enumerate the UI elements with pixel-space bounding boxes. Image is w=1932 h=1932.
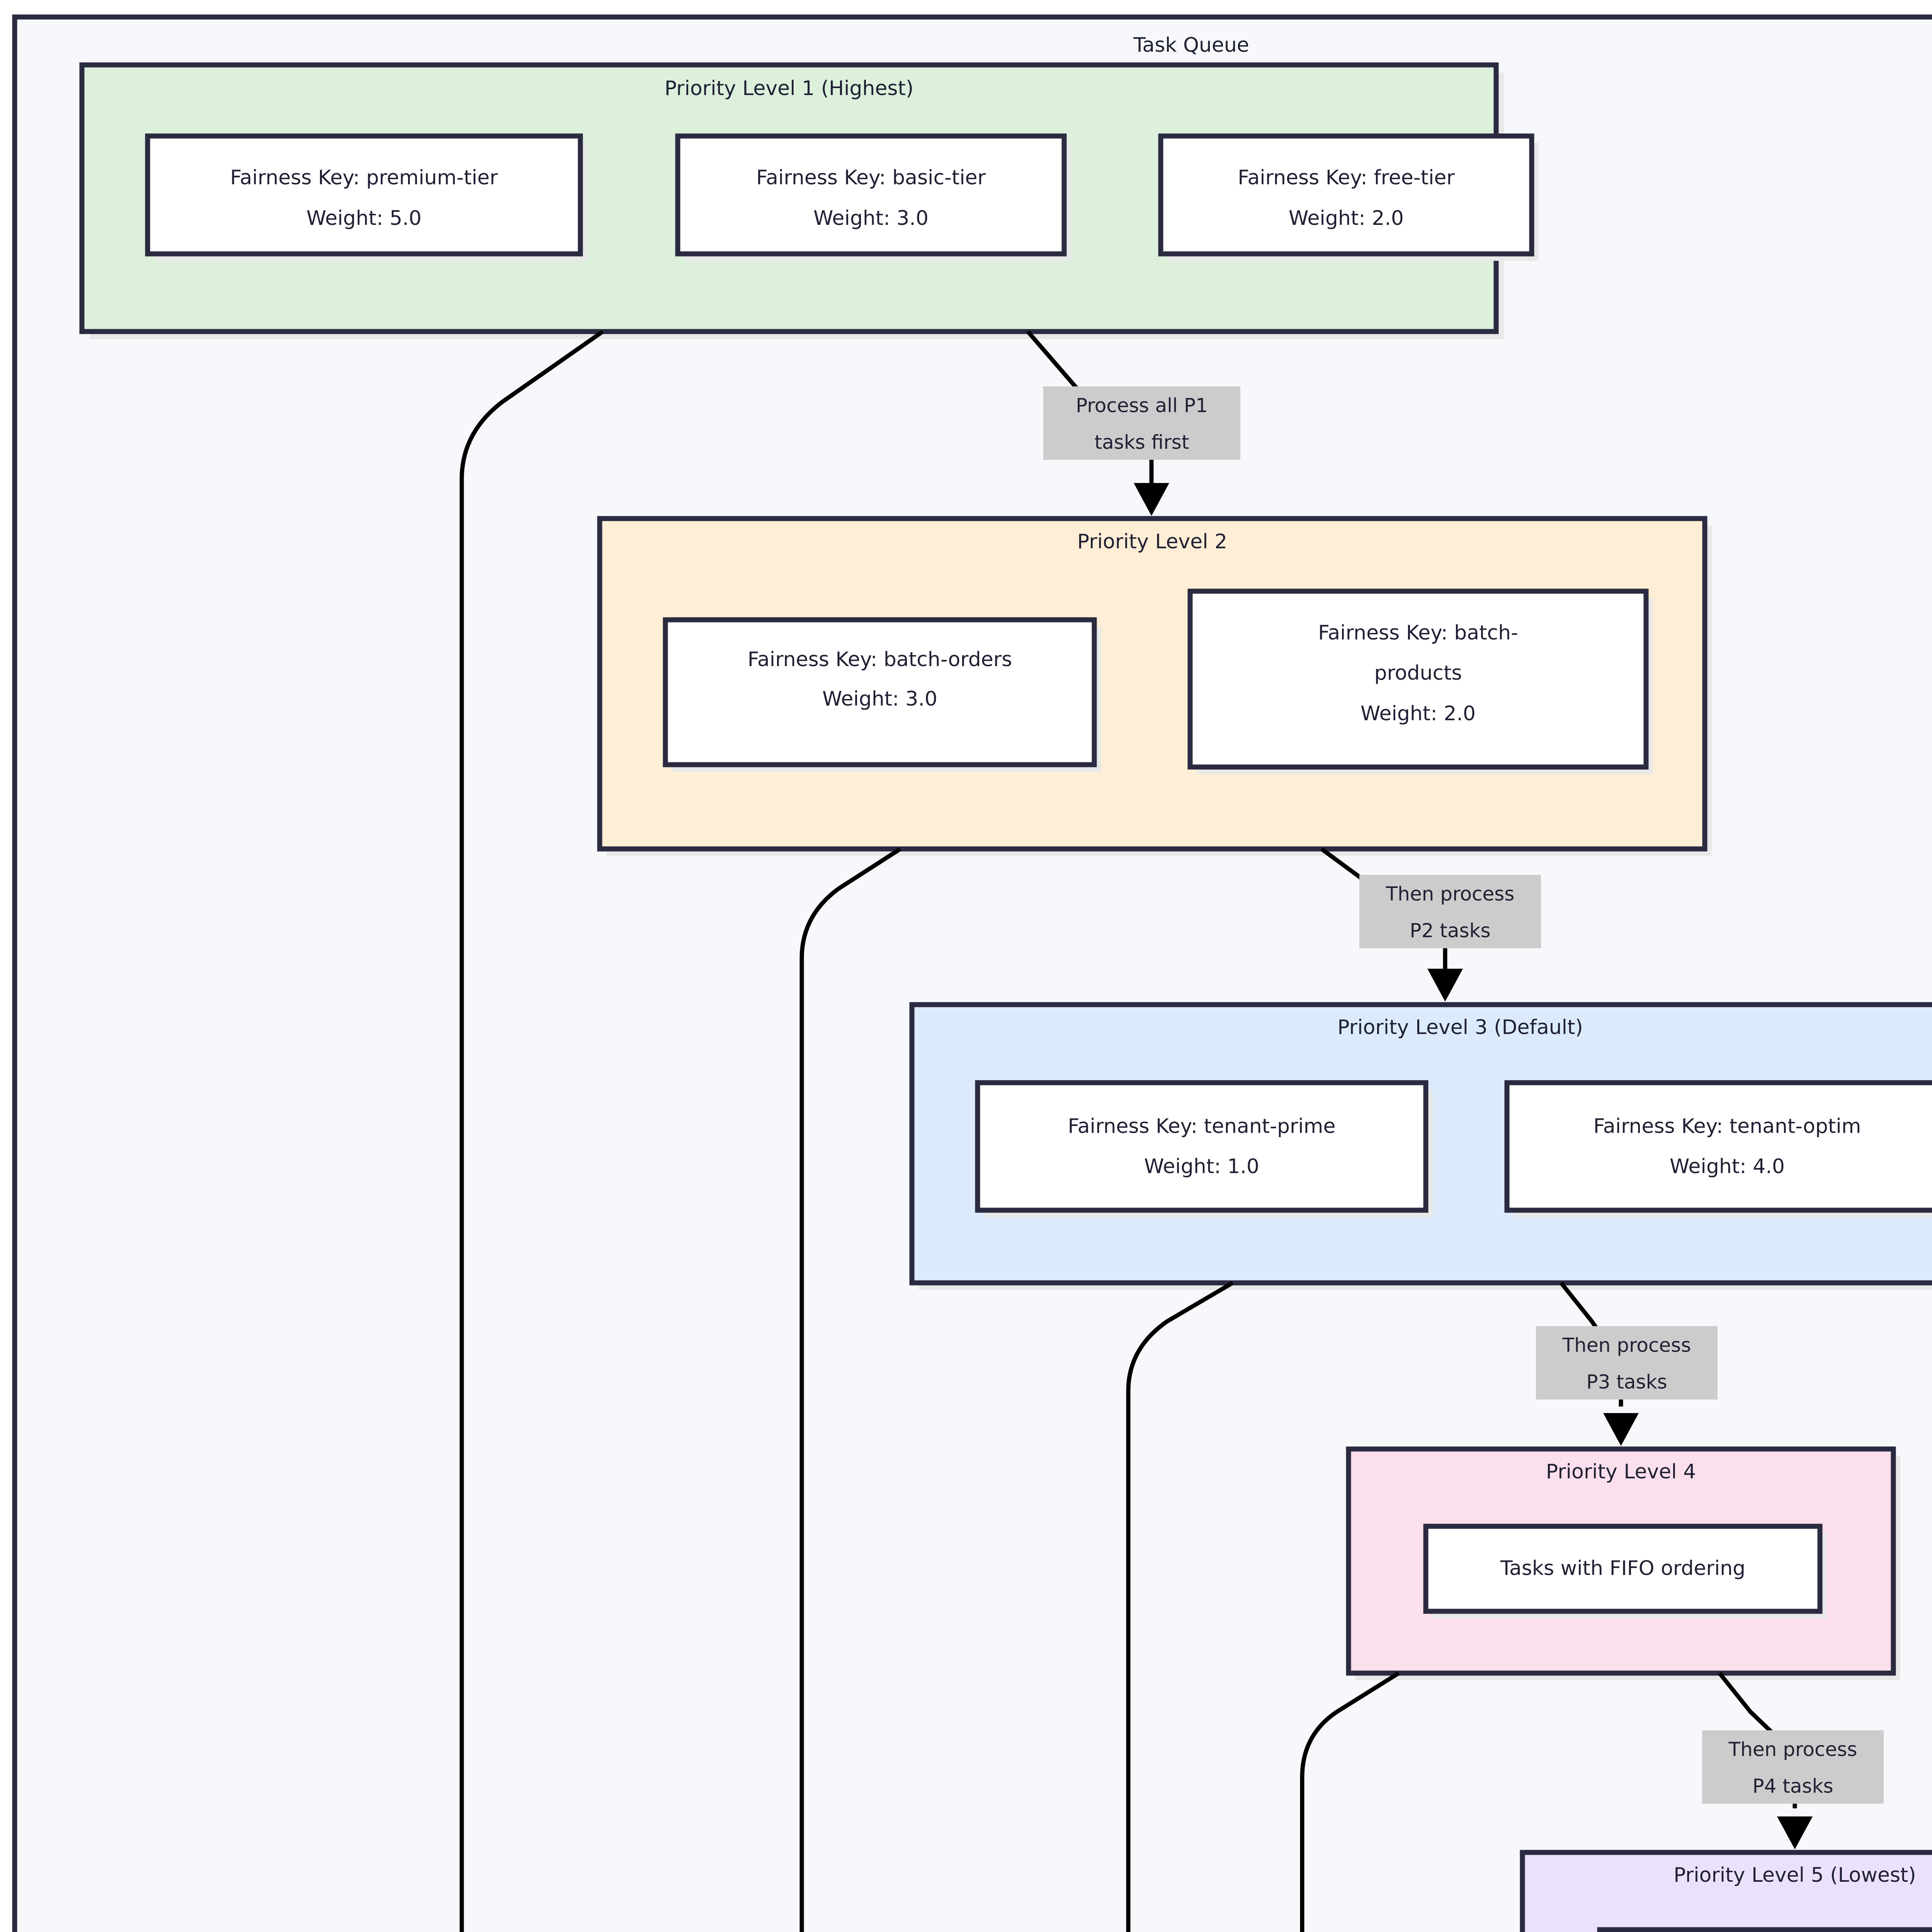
arrow-p1-p2 — [1134, 483, 1169, 516]
edge-label-4-line2: P4 tasks — [1752, 1775, 1833, 1798]
p1a-rect[interactable] — [145, 133, 583, 257]
leaf-p3-tenant-optim[interactable]: Fairness Key: tenant-optim Weight: 4.0 — [1504, 1080, 1932, 1217]
leaf-p2-batch-orders[interactable]: Fairness Key: batch-orders Weight: 3.0 — [663, 617, 1101, 772]
edge-label-2-line2: P2 tasks — [1410, 920, 1490, 942]
leaf-p3-tenant-prime[interactable]: Fairness Key: tenant-prime Weight: 1.0 — [975, 1080, 1433, 1217]
p5a-rect[interactable] — [1597, 1927, 1932, 1932]
leaf-p5-fifo[interactable]: Tasks with FIFO ordering — [1597, 1927, 1932, 1932]
edge-label-2-line1: Then process — [1386, 883, 1515, 905]
p3a-fairness-key: Fairness Key: tenant-prime — [1068, 1115, 1336, 1138]
p2b-weight: Weight: 2.0 — [1361, 702, 1476, 725]
edge-label-3-line2: P3 tasks — [1586, 1371, 1667, 1393]
p3a-rect[interactable] — [975, 1080, 1429, 1213]
edge-label-1-line1: Process all P1 — [1076, 395, 1208, 417]
edge-label-2-bg — [1359, 875, 1541, 948]
arrow-p3-p4 — [1603, 1413, 1639, 1446]
edge-label-4-line1: Then process — [1728, 1738, 1857, 1761]
cluster-priority-4: Priority Level 4 Tasks with FIFO orderin… — [1346, 1446, 1900, 1680]
leaf-p1-basic-tier[interactable]: Fairness Key: basic-tier Weight: 3.0 — [675, 133, 1071, 261]
cluster-priority-2: Priority Level 2 Fairness Key: batch-ord… — [597, 516, 1712, 856]
edge-p1-to-workers — [459, 330, 604, 1932]
p2a-rect[interactable] — [663, 617, 1097, 767]
cluster-priority-5: Priority Level 5 (Lowest) Tasks with FIF… — [1520, 1850, 1932, 1932]
p3b-weight: Weight: 4.0 — [1670, 1155, 1785, 1178]
p1c-weight: Weight: 2.0 — [1289, 207, 1404, 230]
leaf-p1-free-tier[interactable]: Fairness Key: free-tier Weight: 2.0 — [1158, 133, 1539, 261]
p3b-rect[interactable] — [1504, 1080, 1932, 1213]
edge-label-4-bg — [1702, 1730, 1884, 1804]
cluster-priority-3: Priority Level 3 (Default) Fairness Key:… — [909, 1002, 1932, 1290]
p4a-label: Tasks with FIFO ordering — [1500, 1557, 1745, 1580]
p1a-weight: Weight: 5.0 — [306, 207, 422, 230]
p2a-weight: Weight: 3.0 — [822, 687, 937, 711]
edge-p2-to-workers — [799, 847, 901, 1932]
edge-label-p2-p3: Then process P2 tasks — [1359, 875, 1541, 948]
leaf-p2-batch-products[interactable]: Fairness Key: batch- products Weight: 2.… — [1187, 588, 1653, 774]
p4a-rect[interactable] — [1423, 1524, 1823, 1614]
p1b-fairness-key: Fairness Key: basic-tier — [756, 166, 986, 189]
p1b-weight: Weight: 3.0 — [813, 207, 929, 230]
task-queue-title: Task Queue — [1133, 34, 1249, 57]
edge-label-p4-p5: Then process P4 tasks — [1702, 1730, 1884, 1804]
p2-title: Priority Level 2 — [1077, 530, 1227, 553]
edge-label-p1-p2: Process all P1 tasks first — [1043, 386, 1240, 460]
p1a-fairness-key: Fairness Key: premium-tier — [230, 166, 498, 189]
p1b-rect[interactable] — [675, 133, 1067, 257]
p2a-fairness-key: Fairness Key: batch-orders — [748, 648, 1012, 671]
edge-label-1-bg — [1043, 386, 1240, 460]
edge-label-3-bg — [1536, 1326, 1718, 1400]
arrow-p4-p5 — [1777, 1816, 1813, 1849]
p4-title: Priority Level 4 — [1546, 1460, 1696, 1483]
p1c-rect[interactable] — [1158, 133, 1534, 257]
p2b-rect[interactable] — [1187, 588, 1649, 770]
p2b-fairness-key-line2: products — [1374, 662, 1462, 685]
leaf-p4-fifo[interactable]: Tasks with FIFO ordering — [1423, 1524, 1827, 1618]
edge-label-3-line1: Then process — [1562, 1334, 1691, 1357]
edge-label-p3-p4: Then process P3 tasks — [1536, 1326, 1718, 1400]
p3a-weight: Weight: 1.0 — [1144, 1155, 1259, 1178]
p2b-fairness-key-line1: Fairness Key: batch- — [1318, 621, 1518, 645]
edge-label-1-line2: tasks first — [1095, 431, 1189, 454]
arrow-p2-p3 — [1427, 969, 1463, 1002]
edge-p3-to-workers — [1126, 1281, 1234, 1932]
p3b-fairness-key: Fairness Key: tenant-optim — [1594, 1115, 1861, 1138]
p1-title: Priority Level 1 (Highest) — [665, 77, 914, 100]
p5-rect — [1520, 1850, 1932, 1932]
cluster-priority-1: Priority Level 1 (Highest) Fairness Key:… — [79, 62, 1539, 339]
p5-title: Priority Level 5 (Lowest) — [1673, 1864, 1916, 1887]
p1c-fairness-key: Fairness Key: free-tier — [1238, 166, 1455, 189]
edge-p4-to-workers — [1300, 1671, 1400, 1932]
leaf-p1-premium-tier[interactable]: Fairness Key: premium-tier Weight: 5.0 — [145, 133, 587, 261]
p3-title: Priority Level 3 (Default) — [1337, 1016, 1583, 1039]
